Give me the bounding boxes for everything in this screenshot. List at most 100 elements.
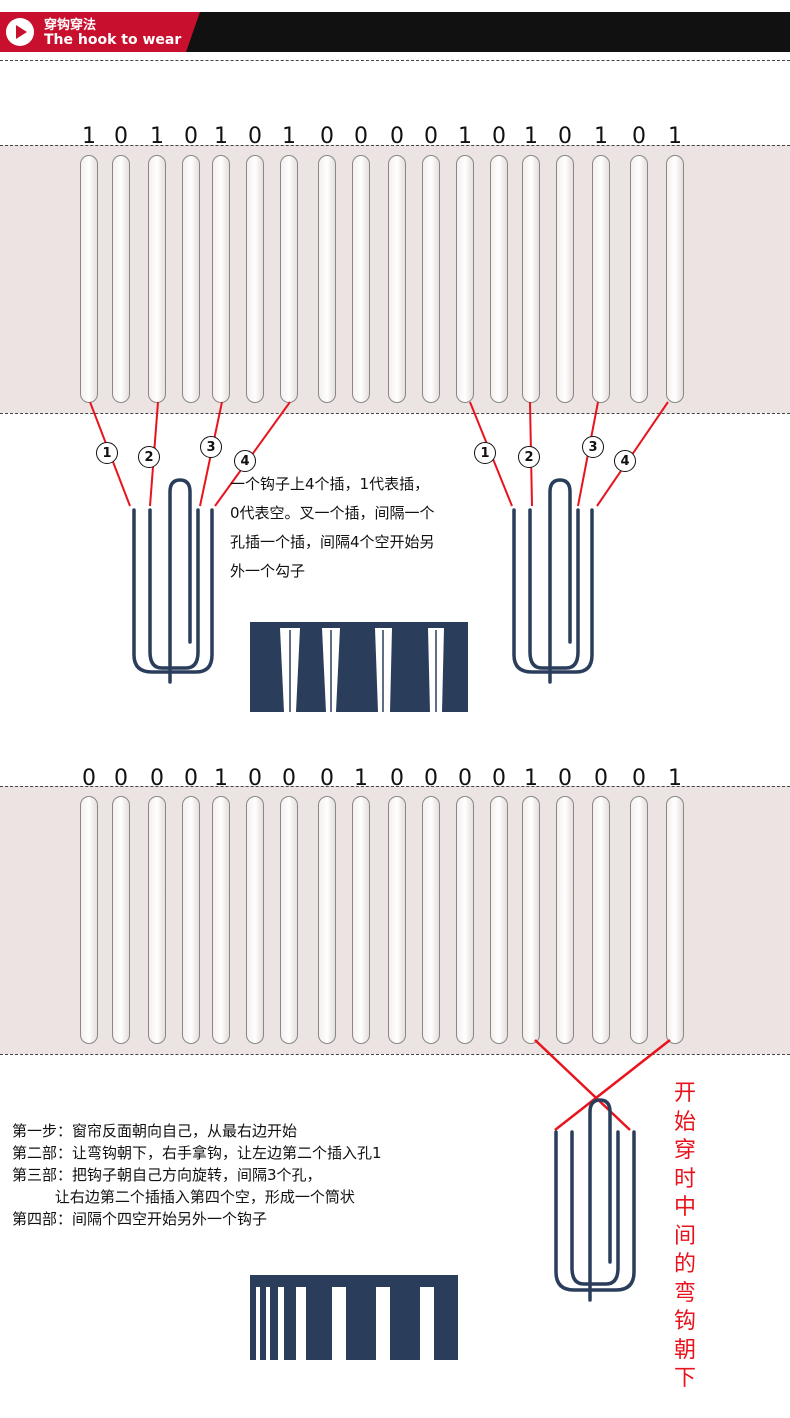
hook-marker: 4	[614, 450, 636, 472]
curtain-illustration-2	[250, 1275, 458, 1360]
red-connector-lines-bottom	[534, 1039, 671, 1131]
vertical-note-char: 开	[673, 1081, 696, 1106]
header-title-zh: 穿钩穿法	[44, 18, 97, 33]
pleat-column	[246, 155, 264, 403]
tape-2-top-edge	[0, 786, 790, 787]
pattern-digit: 1	[458, 124, 472, 149]
pattern-digit: 0	[390, 766, 404, 791]
pleat-column	[148, 796, 166, 1044]
pattern-digit: 0	[114, 766, 128, 791]
hook-marker: 3	[582, 436, 604, 458]
pleat-column	[352, 155, 370, 403]
pattern-digit: 0	[150, 766, 164, 791]
pattern-digit: 0	[632, 766, 646, 791]
pleat-column	[112, 155, 130, 403]
pleat-column	[490, 155, 508, 403]
pattern-digit: 0	[558, 766, 572, 791]
vertical-note-char: 始	[673, 1109, 696, 1135]
header-divider	[0, 60, 790, 61]
step-line: 第二部：让弯钩朝下，右手拿钩，让左边第二个插入孔1	[12, 1144, 382, 1162]
hook-marker: 2	[138, 446, 160, 468]
pattern-digit: 0	[248, 124, 262, 149]
pleat-column	[388, 155, 406, 403]
pattern-digit: 0	[594, 766, 608, 791]
pattern-digit: 0	[492, 124, 506, 149]
vertical-note-char: 穿	[673, 1138, 696, 1163]
pattern-digit: 1	[282, 124, 296, 149]
step-list: 第一步：窗帘反面朝向自己，从最右边开始第二部：让弯钩朝下，右手拿钩，让左边第二个…	[12, 1120, 382, 1230]
vertical-note-char: 间	[673, 1223, 696, 1249]
hook-marker: 2	[518, 446, 540, 468]
pattern-digit: 0	[458, 766, 472, 791]
pattern-digit: 0	[492, 766, 506, 791]
pattern-digit: 0	[632, 124, 646, 149]
pleat-column	[630, 796, 648, 1044]
step-line: 第三部：把钩子朝自己方向旋转，间隔3个孔，	[12, 1166, 322, 1184]
pattern-digit: 1	[668, 124, 682, 149]
pleat-column	[246, 796, 264, 1044]
pleat-column	[388, 796, 406, 1044]
pattern-digit: 1	[524, 124, 538, 149]
pleat-column	[556, 796, 574, 1044]
pattern-digit: 0	[184, 766, 198, 791]
curtain-illustration-1	[250, 622, 468, 712]
tape-1-top-edge	[0, 145, 790, 146]
pattern-digit: 0	[424, 124, 438, 149]
pattern-digit: 1	[214, 766, 228, 791]
pattern-digit: 1	[150, 124, 164, 149]
instruction-line: 孔插一个插，间隔4个空开始另	[230, 533, 435, 551]
pattern-digit: 0	[424, 766, 438, 791]
vertical-note-char: 时	[673, 1166, 696, 1192]
pleat-column	[630, 155, 648, 403]
pleat-column	[352, 796, 370, 1044]
pleat-column	[422, 155, 440, 403]
pattern-digit: 1	[354, 766, 368, 791]
curtain-hook-bottom	[554, 1098, 636, 1302]
vertical-note-char: 下	[673, 1366, 696, 1391]
instruction-line: 外一个勾子	[230, 562, 306, 580]
pleat-column	[422, 796, 440, 1044]
pleat-column	[456, 155, 474, 403]
pleat-column	[80, 155, 98, 403]
pleat-column	[318, 155, 336, 403]
header-title-en: The hook to wear	[44, 32, 182, 48]
pleat-column	[556, 155, 574, 403]
pleat-column	[182, 155, 200, 403]
section-header: 穿钩穿法 The hook to wear	[0, 12, 790, 52]
pattern-digit: 0	[320, 766, 334, 791]
vertical-note-char: 弯	[673, 1280, 696, 1306]
play-arrow-icon	[6, 18, 34, 46]
pleat-column	[80, 796, 98, 1044]
pattern-digit: 0	[320, 124, 334, 149]
step-line: 第一步：窗帘反面朝向自己，从最右边开始	[12, 1122, 298, 1140]
pleat-column	[592, 155, 610, 403]
step-line: 让右边第二个插插入第四个空，形成一个筒状	[12, 1188, 355, 1206]
pleat-column	[666, 155, 684, 403]
hook-marker: 1	[474, 442, 496, 464]
curtain-hook-left	[132, 478, 214, 684]
step-line: 第四部：间隔个四空开始另外一个钩子	[12, 1210, 268, 1228]
pattern-digit: 0	[390, 124, 404, 149]
vertical-note-char: 朝	[673, 1337, 696, 1363]
pattern-digit: 0	[354, 124, 368, 149]
pattern-digit: 1	[82, 124, 96, 149]
pattern-digit: 0	[282, 766, 296, 791]
vertical-note-char: 钩	[673, 1309, 696, 1334]
pattern-digit: 1	[214, 124, 228, 149]
pleat-column	[490, 796, 508, 1044]
pattern-digit: 1	[594, 124, 608, 149]
instruction-line: 一个钩子上4个插，1代表插，	[230, 475, 430, 493]
vertical-note-char: 中	[673, 1195, 696, 1220]
pattern-digit: 1	[668, 766, 682, 791]
pleat-column	[522, 796, 540, 1044]
hook-marker: 4	[234, 450, 256, 472]
instruction-text: 一个钩子上4个插，1代表插，0代表空。叉一个插，间隔一个孔插一个插，间隔4个空开…	[230, 470, 435, 586]
vertical-note: 开始穿时中间的弯钩朝下	[672, 1080, 698, 1394]
tape-2-bottom-edge	[0, 1054, 790, 1055]
pleat-column	[592, 796, 610, 1044]
pattern-digit: 0	[82, 766, 96, 791]
pattern-digit: 0	[558, 124, 572, 149]
